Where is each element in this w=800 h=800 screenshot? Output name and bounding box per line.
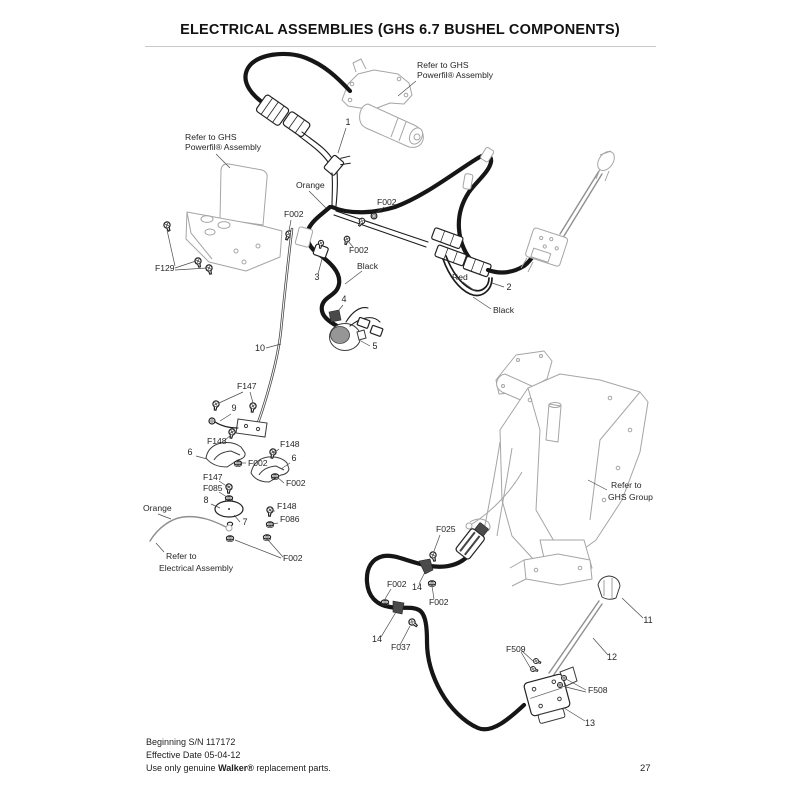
item-14-2: 14 xyxy=(372,634,382,644)
callout-f002-b: F002 xyxy=(377,197,397,207)
item-13: 13 xyxy=(585,718,595,728)
ref-note-powerfil-top-2: Powerfil® Assembly xyxy=(417,70,494,80)
callout-f086: F086 xyxy=(280,514,300,524)
callout-f037: F037 xyxy=(391,642,411,652)
bullet-connector xyxy=(323,154,351,176)
callout-f002-a: F002 xyxy=(284,209,304,219)
solenoid xyxy=(328,307,384,351)
leader-lines xyxy=(155,80,644,722)
callout-f148-3: F148 xyxy=(277,501,297,511)
callout-red: Red xyxy=(452,272,468,282)
ref-note-ghs-group-1: Refer to xyxy=(611,480,642,490)
callout-f085: F085 xyxy=(203,483,223,493)
callout-f025: F025 xyxy=(436,524,456,534)
item-4: 4 xyxy=(341,294,346,304)
callout-f002-h: F002 xyxy=(429,597,449,607)
callout-f002-d: F002 xyxy=(248,458,268,468)
rod-10 xyxy=(208,227,294,438)
effective-date: Effective Date 05-04-12 xyxy=(146,750,241,760)
item-6-1: 6 xyxy=(187,447,192,457)
callout-f002-e: F002 xyxy=(286,478,306,488)
callout-f148-2: F148 xyxy=(280,439,300,449)
genuine-parts-note: Use only genuine Walker® replacement par… xyxy=(146,762,331,775)
ref-note-ghs-group-2: GHS Group xyxy=(608,492,653,502)
callout-black-2: Black xyxy=(493,305,515,315)
harness-plug xyxy=(455,522,489,560)
item-12: 12 xyxy=(607,652,617,662)
item-2: 2 xyxy=(506,282,511,292)
battery-cable xyxy=(364,522,527,732)
page-number: 27 xyxy=(640,763,651,774)
ref-note-electrical-2: Electrical Assembly xyxy=(159,563,234,573)
ref-note-powerfil-left-1: Refer to GHS xyxy=(185,132,237,142)
connector-2pin xyxy=(282,111,311,138)
ref-note-electrical-1: Refer to xyxy=(166,551,197,561)
switch-assembly xyxy=(523,575,621,724)
callout-f148-1: F148 xyxy=(207,436,227,446)
item-7: 7 xyxy=(242,517,247,527)
ref-note-powerfil-left-2: Powerfil® Assembly xyxy=(185,142,262,152)
callout-f509: F509 xyxy=(506,644,526,654)
callout-black-1: Black xyxy=(357,261,379,271)
callout-f508: F508 xyxy=(588,685,608,695)
item-1: 1 xyxy=(345,117,350,127)
page-title: ELECTRICAL ASSEMBLIES (GHS 6.7 BUSHEL CO… xyxy=(180,22,620,38)
actuator-motor xyxy=(341,58,424,148)
callout-f002-c: F002 xyxy=(349,245,369,255)
callout-f002-g: F002 xyxy=(387,579,407,589)
callout-f147-1: F147 xyxy=(237,381,257,391)
connector-4pin xyxy=(255,94,290,126)
item-14-1: 14 xyxy=(412,582,422,592)
ref-powerfil-bracket xyxy=(185,163,283,272)
clamp-cluster xyxy=(149,427,290,543)
item-5: 5 xyxy=(372,341,377,351)
actuator-cable xyxy=(243,51,353,207)
item-6-2: 6 xyxy=(291,453,296,463)
callout-orange-top: Orange xyxy=(296,180,325,190)
item-10: 10 xyxy=(255,343,265,353)
callout-f129: F129 xyxy=(155,263,175,273)
ref-note-powerfil-top-1: Refer to GHS xyxy=(417,60,469,70)
item-3: 3 xyxy=(314,272,319,282)
footer-notes: Beginning S/N 117172 Effective Date 05-0… xyxy=(146,736,331,775)
relay-valve xyxy=(520,150,615,273)
wiring-harness xyxy=(282,147,537,329)
genuine-parts-suffix: replacement parts. xyxy=(253,763,331,773)
callout-f147-2: F147 xyxy=(203,472,223,482)
cable-clamp-3 xyxy=(312,243,329,259)
title-rule xyxy=(145,46,656,47)
connector-a xyxy=(431,227,467,267)
ref-hopper xyxy=(465,350,649,587)
item-11: 11 xyxy=(643,615,652,625)
callout-f002-f: F002 xyxy=(283,553,303,563)
brand-name: Walker® xyxy=(218,763,254,773)
item-9: 9 xyxy=(231,403,236,413)
item-8: 8 xyxy=(203,495,208,505)
callouts: Refer to GHS Powerfil® Assembly 1 Refer … xyxy=(143,60,653,728)
callout-orange-bottom: Orange xyxy=(143,503,172,513)
beginning-sn: Beginning S/N 117172 xyxy=(146,737,236,747)
genuine-parts-prefix: Use only genuine xyxy=(146,763,219,773)
